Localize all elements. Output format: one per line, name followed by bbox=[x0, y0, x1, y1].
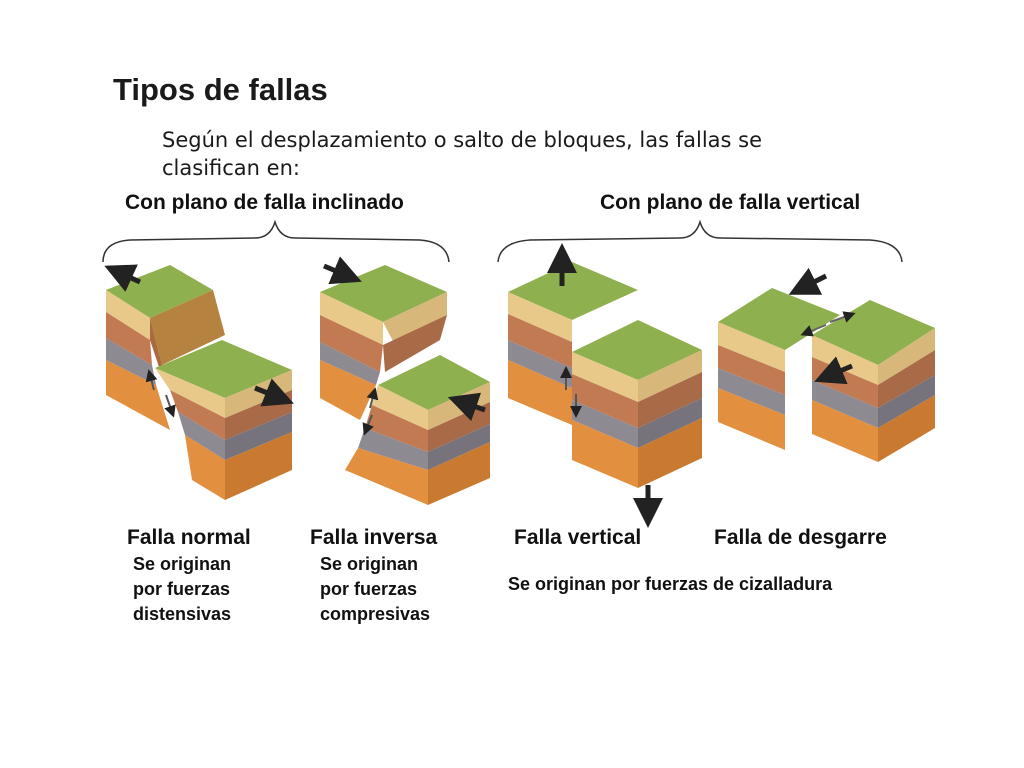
group-label-inclined: Con plano de falla inclinado bbox=[125, 191, 404, 214]
brace-inclined bbox=[102, 219, 450, 263]
desc-line: Se originan bbox=[320, 554, 419, 574]
desc-line: distensivas bbox=[133, 604, 232, 624]
reverse-fault-diagram bbox=[320, 256, 490, 505]
intro-line-1: Según el desplazamiento o salto de bloqu… bbox=[162, 128, 763, 152]
group-label-vertical: Con plano de falla vertical bbox=[600, 191, 861, 214]
fault-name-inversa: Falla inversa bbox=[310, 526, 438, 549]
fault-desc-shear: Se originan por fuerzas de cizalladura bbox=[508, 574, 833, 594]
vertical-fault-diagram bbox=[508, 243, 702, 528]
intro-line-2: clasifican en: bbox=[162, 156, 300, 180]
desc-line: compresivas bbox=[320, 604, 431, 624]
fault-name-normal: Falla normal bbox=[127, 526, 251, 549]
fault-name-desgarre: Falla de desgarre bbox=[714, 526, 887, 549]
fault-name-vertical: Falla vertical bbox=[514, 526, 642, 549]
normal-fault-diagram bbox=[104, 264, 294, 500]
desc-line: Se originan bbox=[133, 554, 232, 574]
desc-line: por fuerzas bbox=[320, 579, 418, 599]
desc-line: por fuerzas bbox=[133, 579, 231, 599]
fault-desc-inversa: Se originan por fuerzas compresivas bbox=[320, 552, 430, 627]
page-title: Tipos de fallas bbox=[113, 72, 328, 107]
fault-desc-normal: Se originan por fuerzas distensivas bbox=[133, 552, 231, 627]
strike-slip-fault-diagram bbox=[718, 267, 935, 462]
intro-text: Según el desplazamiento o salto de bloqu… bbox=[162, 126, 842, 182]
brace-vertical bbox=[497, 219, 903, 263]
